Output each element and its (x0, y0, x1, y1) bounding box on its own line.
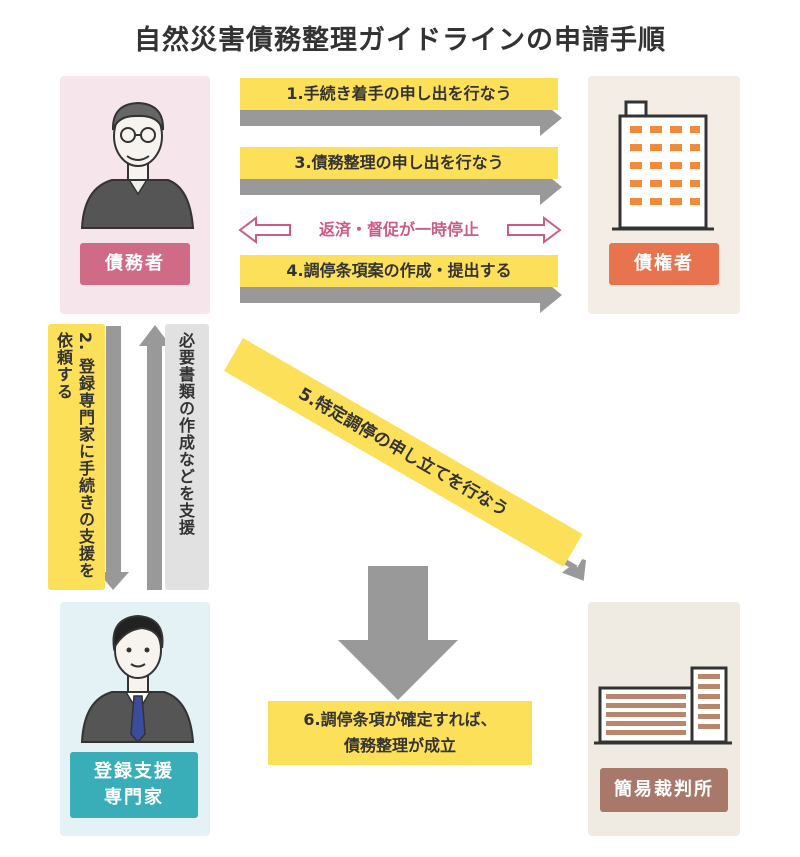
down-arrow (338, 566, 458, 700)
step3-label: 3.債務整理の申し出を行なう (240, 147, 558, 179)
debtor-badge: 債務者 (80, 243, 190, 285)
arrows-to-creditor (240, 100, 562, 313)
court-badge: 簡易裁判所 (600, 768, 728, 812)
support-background (165, 324, 209, 590)
step6-line1: 6.調停条項が確定すれば、 (303, 710, 497, 729)
creditor-badge: 債権者 (609, 243, 719, 285)
suspend-label: 返済・督促が一時停止 (318, 220, 479, 239)
step2-background (48, 324, 105, 590)
expert-person-icon (80, 614, 195, 744)
expert-badge: 登録支援 専門家 (70, 752, 198, 818)
step2-label: 2. 登録専門家に手続きの支援を依頼する (54, 332, 95, 579)
creditor-building-icon (612, 100, 714, 231)
step1-label: 1.手続き着手の申し出を行なう (240, 78, 558, 110)
step6-line2: 債務整理が成立 (343, 736, 456, 755)
page-title: 自然災害債務整理ガイドラインの申請手順 (134, 25, 666, 56)
support-label: 必要書類の作成などを支援 (176, 332, 195, 536)
step6-label: 6.調停条項が確定すれば、 債務整理が成立 (268, 701, 532, 765)
court-building-icon (594, 666, 732, 745)
suspension-double-arrow (238, 216, 562, 244)
expert-badge-line1: 登録支援 (94, 761, 174, 782)
debtor-person-icon (80, 101, 195, 229)
step4-label: 4.調停条項案の作成・提出する (240, 255, 558, 287)
vertical-arrows (98, 325, 171, 590)
expert-badge-line2: 専門家 (104, 787, 164, 808)
